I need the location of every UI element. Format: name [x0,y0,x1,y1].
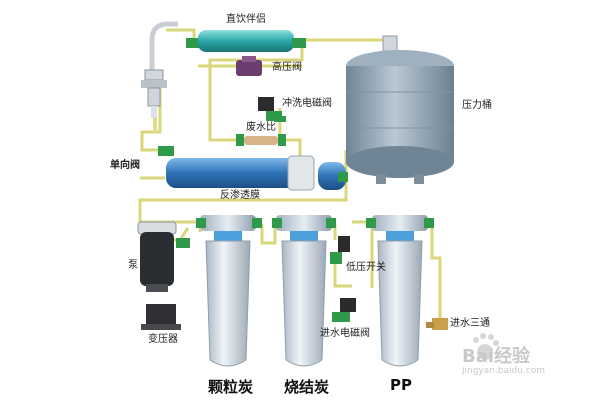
pump [137,221,190,292]
label-inlet-solenoid: 进水电磁阀 [320,328,370,339]
label-low-pressure-switch: 低压开关 [346,262,386,273]
waste-ratio-valve [236,134,286,146]
inlet-solenoid-valve [332,298,356,322]
label-high-pressure-valve: 高压阀 [272,62,302,73]
label-check-valve: 单向阀 [110,160,140,171]
filter-housing-2 [272,215,336,367]
watermark-brand: Bai经验 [462,346,531,367]
pressure-tank [346,35,454,184]
check-valve [158,146,174,156]
label-pump: 泵 [128,260,138,271]
label-inlet-tee: 进水三通 [450,318,490,329]
label-waste-ratio: 废水比 [246,122,276,133]
low-pressure-switch [330,236,350,264]
label-filter-pp: PP [390,376,412,394]
inlet-tee [426,318,448,330]
flush-solenoid-valve [258,97,286,122]
filter-housing-1 [196,215,262,367]
paw-logo [473,333,499,360]
label-top-filter: 直饮伴侣 [226,14,266,25]
label-filter-carbon-granular: 颗粒炭 [208,378,254,396]
watermark-url: jingyan.baidu.com [462,366,546,376]
filter-housing-3 [366,215,434,367]
label-pressure-tank: 压力桶 [462,100,492,111]
label-flush-solenoid: 冲洗电磁阀 [282,98,332,109]
high-pressure-valve [236,56,262,76]
label-filter-carbon-block: 烧结炭 [284,378,330,396]
transformer [141,304,181,330]
label-ro-membrane: 反渗透膜 [220,190,260,201]
faucet [141,21,178,132]
top-filter [186,30,306,52]
label-transformer: 变压器 [148,334,178,345]
ro-membrane [166,155,348,191]
